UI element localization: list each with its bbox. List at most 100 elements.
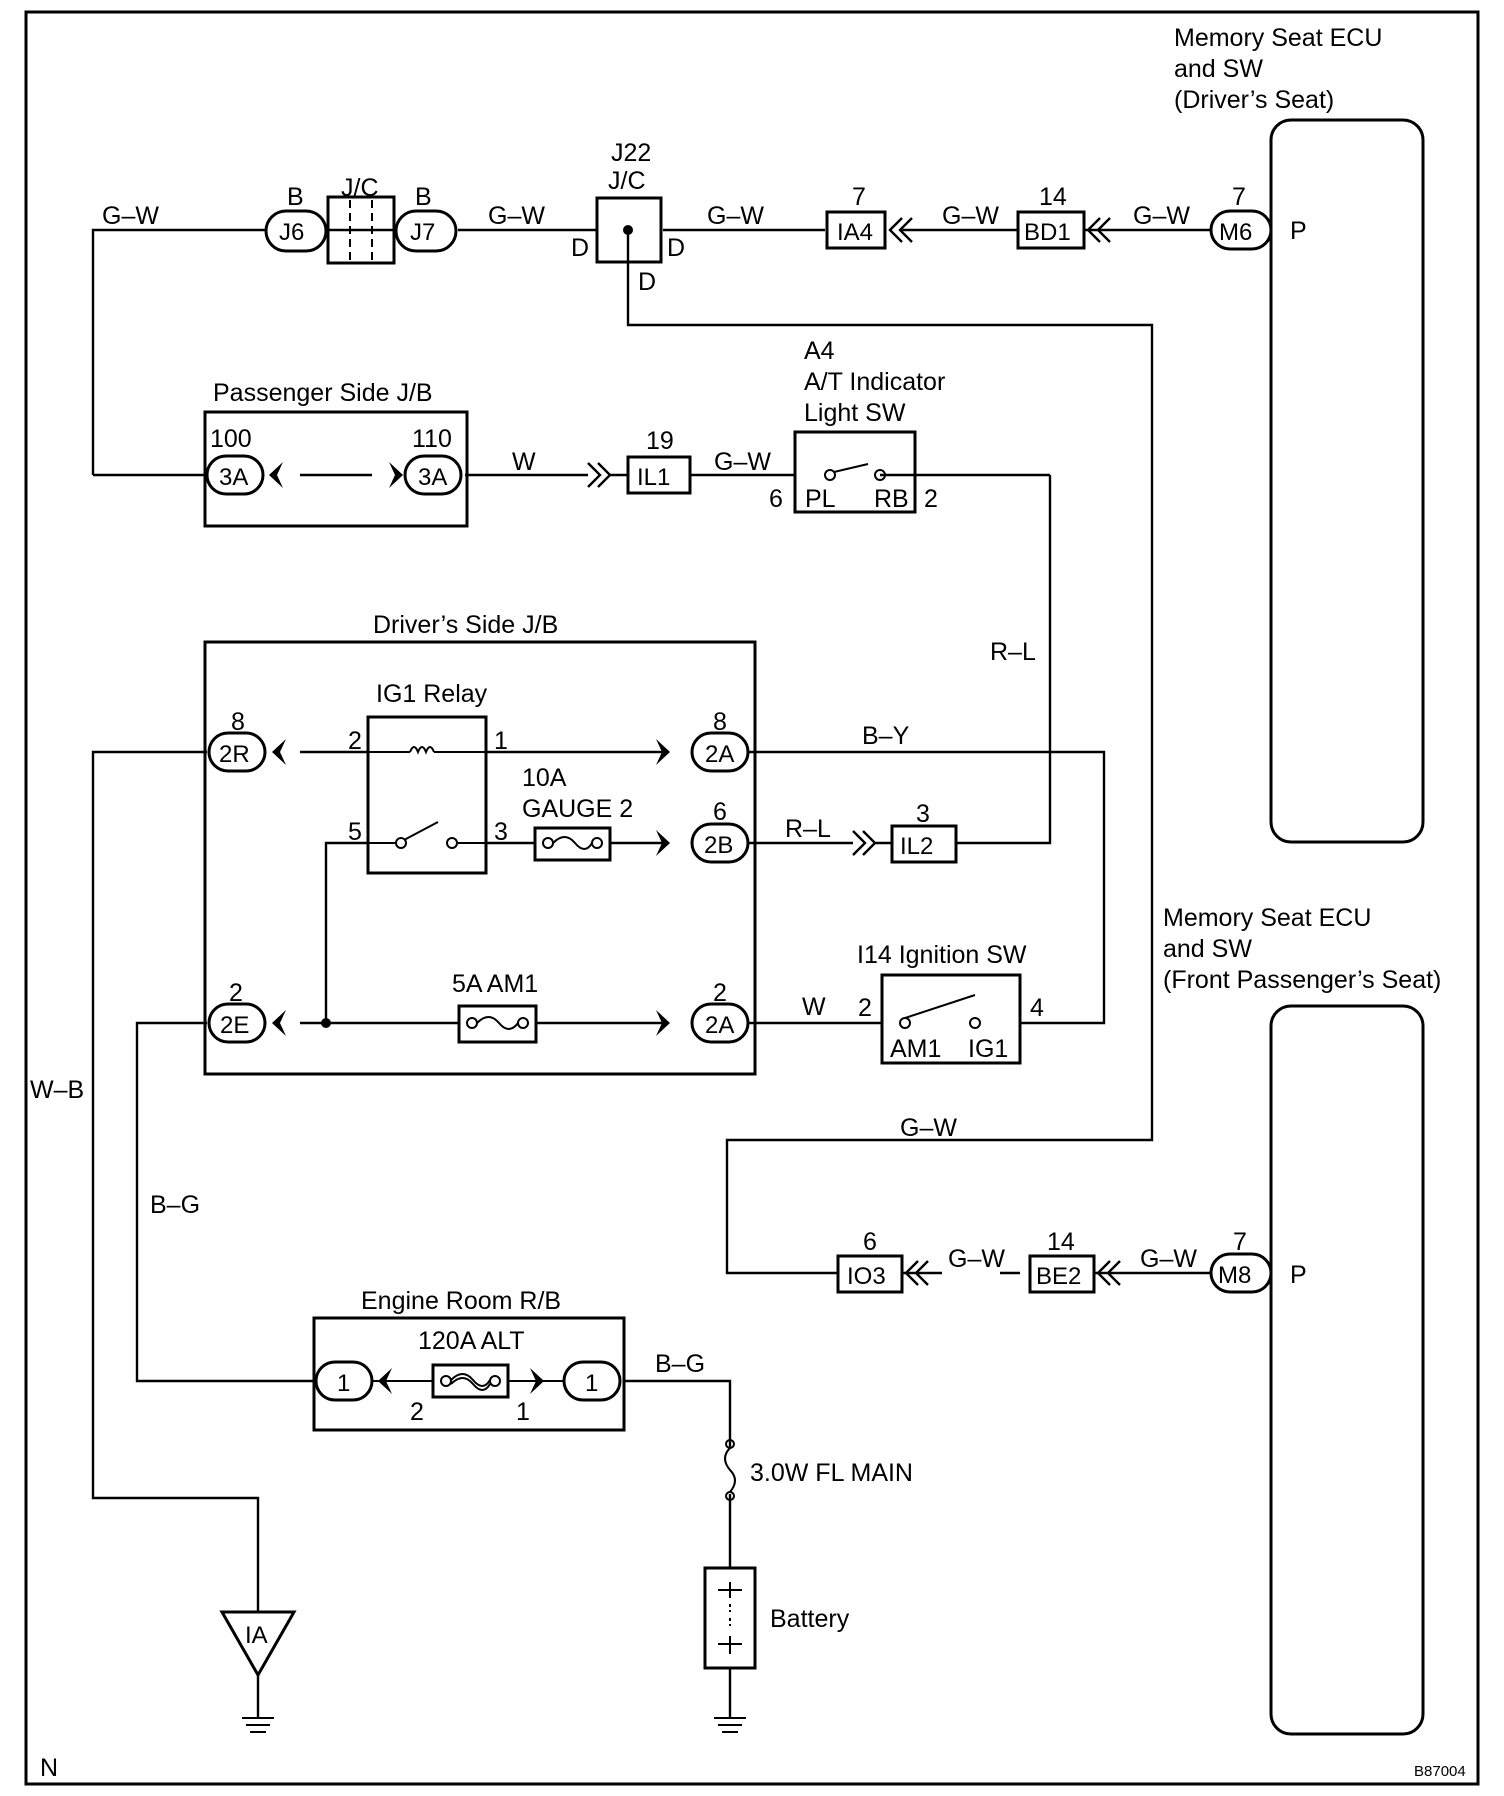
ecu-passenger-seat: Memory Seat ECU and SW (Front Passenger’… [1163,904,1441,1736]
svg-text:10A: 10A [522,764,567,792]
svg-text:M8: M8 [1218,1262,1251,1289]
connector-bd1: 14 BD1 [1016,183,1111,250]
figure-code: B87004 [1414,1763,1466,1780]
svg-text:P: P [1290,1261,1307,1289]
svg-text:Passenger Side J/B: Passenger Side J/B [213,379,433,407]
svg-text:3: 3 [494,818,508,846]
wire-label: G–W [714,448,771,476]
svg-text:2: 2 [410,1398,424,1426]
svg-text:3A: 3A [219,464,248,491]
svg-text:J22: J22 [611,139,651,167]
svg-text:8: 8 [713,708,727,736]
ecu-driver-seat: Memory Seat ECU and SW (Driver’s Seat) P [1174,24,1425,844]
wire-label: W [512,448,536,476]
svg-text:2B: 2B [704,832,733,859]
svg-text:IG1 Relay: IG1 Relay [376,680,488,708]
svg-text:1: 1 [494,727,508,755]
svg-text:Engine Room R/B: Engine Room R/B [361,1287,561,1315]
svg-text:2: 2 [858,994,872,1022]
svg-text:(Driver’s Seat): (Driver’s Seat) [1174,86,1334,114]
battery: Battery [703,1566,850,1670]
svg-text:6: 6 [863,1228,877,1256]
svg-text:IL1: IL1 [637,464,670,491]
wire-label: G–W [942,202,999,230]
svg-text:J6: J6 [279,219,304,246]
svg-text:14: 14 [1047,1228,1075,1256]
wire-label: B–Y [862,722,910,750]
svg-text:3A: 3A [418,464,447,491]
svg-text:2: 2 [348,727,362,755]
at-indicator-light-switch: A4 A/T Indicator Light SW 6 2 PL RB [769,337,945,514]
wire-label: B–G [150,1191,200,1219]
svg-text:IG1: IG1 [968,1035,1008,1063]
svg-text:6: 6 [769,485,783,513]
svg-text:A/T Indicator: A/T Indicator [804,368,945,396]
svg-text:8: 8 [231,708,245,736]
wire-label: W [802,993,826,1021]
svg-text:3.0W FL MAIN: 3.0W FL MAIN [750,1459,913,1487]
svg-text:14: 14 [1039,183,1067,211]
wires [91,228,1211,1718]
svg-text:Memory Seat ECU: Memory Seat ECU [1174,24,1382,52]
svg-text:(Front Passenger’s Seat): (Front Passenger’s Seat) [1163,966,1441,994]
svg-text:Battery: Battery [770,1605,850,1633]
fusible-link-fl-main: 3.0W FL MAIN [724,1439,913,1501]
svg-text:1: 1 [585,1370,598,1397]
svg-text:110: 110 [412,425,452,453]
connector-io3: 6 IO3 [836,1228,929,1294]
svg-text:120A ALT: 120A ALT [418,1327,525,1355]
svg-text:19: 19 [646,427,674,455]
wire-label: G–W [102,202,159,230]
svg-text:AM1: AM1 [890,1035,941,1063]
wire-label: R–L [785,815,831,843]
wire-label: G–W [1133,202,1190,230]
corner-code: N [40,1754,58,1782]
svg-text:D: D [638,268,656,296]
svg-text:GAUGE 2: GAUGE 2 [522,795,633,823]
svg-text:2: 2 [924,485,938,513]
svg-text:Light SW: Light SW [804,399,906,427]
svg-text:2A: 2A [705,1012,734,1039]
ignition-switch: I14 Ignition SW 2 4 AM1 IG1 [857,941,1044,1065]
connector-m8: 7 M8 [1209,1228,1273,1294]
svg-text:D: D [571,234,589,262]
svg-text:PL: PL [805,485,836,513]
connector-m6: 7 M6 [1209,183,1273,251]
svg-text:6: 6 [713,798,727,826]
svg-text:1: 1 [337,1370,350,1397]
svg-text:and SW: and SW [1174,55,1263,83]
svg-text:2: 2 [713,979,727,1007]
diagram-frame [24,10,1480,1786]
svg-text:100: 100 [210,425,252,453]
wire-label: B–G [655,1350,705,1378]
svg-text:5: 5 [348,818,362,846]
wire-label: G–W [948,1245,1005,1273]
ground-battery [714,1717,746,1733]
svg-text:IA4: IA4 [837,219,873,246]
svg-text:2R: 2R [219,741,250,768]
svg-text:1: 1 [516,1398,530,1426]
ground-ia: IA [219,1610,297,1733]
wire-label: G–W [1140,1245,1197,1273]
svg-text:J/C: J/C [608,167,646,195]
svg-text:B: B [287,183,304,211]
passenger-side-junction-block: Passenger Side J/B 100 110 3A 3A [203,379,469,528]
svg-text:2A: 2A [705,741,734,768]
svg-text:Driver’s Side J/B: Driver’s Side J/B [373,611,558,639]
svg-text:IA: IA [245,1622,268,1649]
svg-text:Memory Seat ECU: Memory Seat ECU [1163,904,1371,932]
connector-be2: 14 BE2 [1028,1228,1121,1294]
svg-text:5A AM1: 5A AM1 [452,970,538,998]
svg-text:P: P [1290,217,1307,245]
svg-text:4: 4 [1030,994,1044,1022]
svg-text:BE2: BE2 [1036,1263,1081,1290]
svg-text:BD1: BD1 [1024,219,1071,246]
junction-connector-j22: J22 J/C D D D [571,139,685,296]
svg-text:RB: RB [874,485,909,513]
engine-room-relay-block: Engine Room R/B 120A ALT 1 1 2 1 [312,1287,626,1432]
svg-text:7: 7 [1233,1228,1247,1256]
svg-text:2E: 2E [220,1012,249,1039]
svg-text:and SW: and SW [1163,935,1252,963]
connector-il2: 3 IL2 [890,800,958,864]
svg-text:D: D [667,234,685,262]
